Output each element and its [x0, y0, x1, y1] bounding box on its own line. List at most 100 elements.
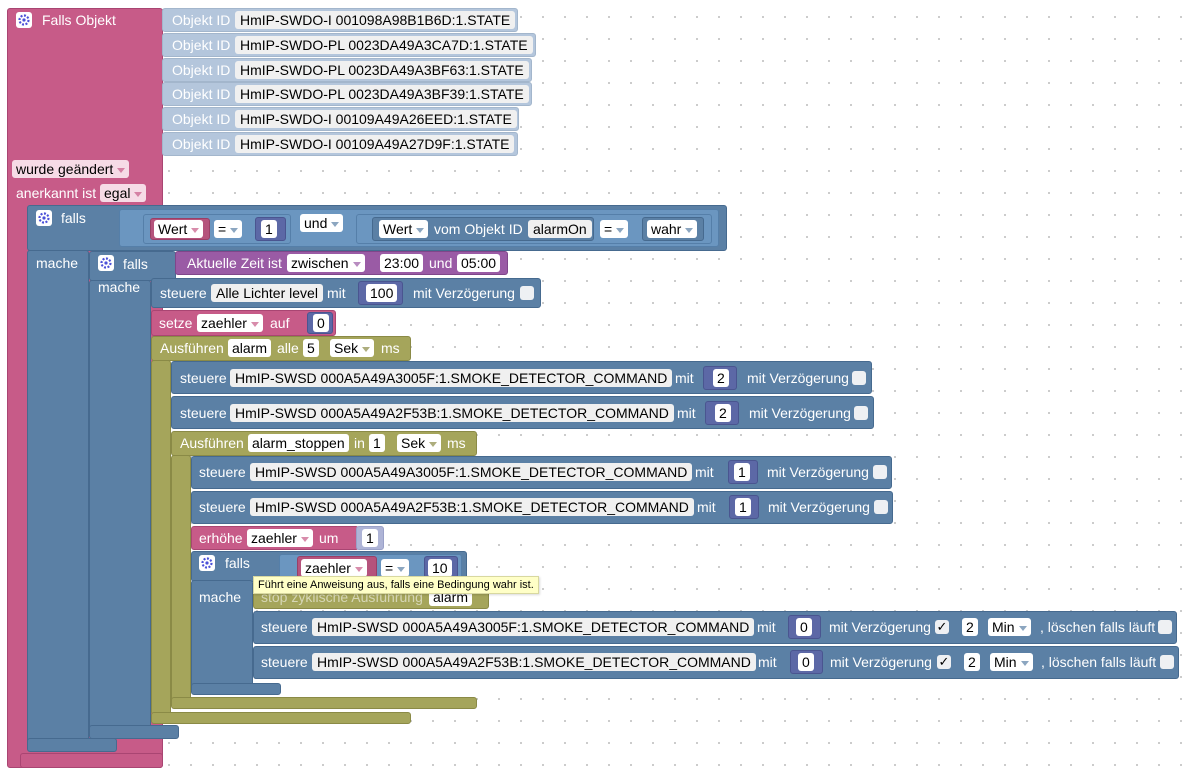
interval-name-field[interactable]: alarm	[228, 339, 272, 357]
unit-dropdown[interactable]: Sek	[397, 434, 442, 452]
boolean-dropdown[interactable]: wahr	[647, 220, 698, 238]
delay-checkbox[interactable]: ✓	[937, 654, 951, 669]
in-label: in	[354, 435, 365, 451]
object-id-field[interactable]: HmIP-SWDO-PL 0023DA49A3BF63:1.STATE	[235, 61, 529, 79]
unit-dropdown[interactable]: Min	[988, 618, 1031, 636]
trigger-title: Falls Objekt	[42, 12, 116, 28]
if-block-counter-footer	[191, 683, 281, 695]
interval-block-footer	[151, 712, 411, 724]
unit-dropdown[interactable]: Min	[990, 653, 1033, 671]
increment-value-field[interactable]: 1	[362, 529, 378, 547]
delay-checkbox[interactable]	[854, 406, 868, 420]
smoke-value-field[interactable]: 2	[713, 369, 729, 387]
increment-label: erhöhe	[199, 530, 243, 546]
clear-checkbox[interactable]	[1160, 655, 1174, 669]
object-id-field[interactable]: HmIP-SWDO-PL 0023DA49A3BF39:1.STATE	[235, 85, 529, 103]
object-id-field[interactable]: HmIP-SWDO-I 00109A49A27D9F:1.STATE	[235, 135, 515, 153]
steuere-label: steuere	[261, 619, 308, 635]
object-id-label: Objekt ID	[172, 86, 231, 102]
smoke-value-field[interactable]: 1	[735, 498, 751, 516]
delay-label: mit Verzögerung	[767, 464, 869, 480]
if-block-time-footer	[89, 725, 179, 739]
device-field[interactable]: HmIP-SWSD 000A5A49A3005F:1.SMOKE_DETECTO…	[312, 618, 755, 636]
object-id-label: Objekt ID	[172, 37, 231, 53]
timeout-block-body	[171, 455, 191, 705]
object-id-label: Objekt ID	[172, 136, 231, 152]
variable-dropdown[interactable]: zaehler	[301, 559, 367, 577]
change-mode-dropdown[interactable]: wurde geändert	[12, 160, 130, 178]
device-field[interactable]: HmIP-SWSD 000A5A49A2F53B:1.SMOKE_DETECTO…	[230, 404, 674, 422]
mit-label: mit	[758, 654, 777, 670]
delay-checkbox[interactable]	[520, 286, 534, 300]
delay-value-field[interactable]: 2	[962, 618, 978, 636]
if-label: falls	[123, 256, 148, 272]
operator-dropdown[interactable]: =	[214, 220, 243, 238]
object-id-field[interactable]: alarmOn	[528, 220, 592, 238]
steuere-label: steuere	[199, 464, 246, 480]
object-id-field[interactable]: HmIP-SWDO-I 001098A98B1B6D:1.STATE	[235, 11, 516, 29]
value-attr-dropdown[interactable]: Wert	[379, 220, 429, 238]
if-block-time-body	[89, 280, 151, 730]
do-label: mache	[199, 589, 242, 605]
delay-label: mit Verzögerung	[830, 654, 932, 670]
device-field[interactable]: HmIP-SWSD 000A5A49A3005F:1.SMOKE_DETECTO…	[230, 369, 673, 387]
ms-label: ms	[381, 340, 400, 356]
operator-dropdown[interactable]: =	[600, 220, 629, 238]
if-block-outer-body	[27, 250, 89, 745]
gear-icon[interactable]	[98, 255, 114, 271]
time-from-field[interactable]: 23:00	[380, 254, 424, 272]
variable-dropdown[interactable]: zaehler	[247, 529, 313, 547]
light-value-field[interactable]: 100	[366, 284, 398, 302]
number-field[interactable]: 1	[261, 220, 277, 238]
operator-dropdown[interactable]: =	[381, 559, 410, 577]
set-value-field[interactable]: 0	[313, 314, 329, 332]
smoke-value-field[interactable]: 1	[734, 463, 750, 481]
gear-icon[interactable]	[199, 555, 215, 571]
delay-label: mit Verzögerung	[768, 499, 870, 515]
device-field[interactable]: HmIP-SWSD 000A5A49A2F53B:1.SMOKE_DETECTO…	[250, 498, 694, 516]
variable-dropdown[interactable]: zaehler	[197, 314, 263, 332]
set-label: setze	[159, 315, 193, 331]
delay-checkbox[interactable]	[852, 371, 866, 385]
um-label: um	[319, 530, 339, 546]
execute-label: Ausführen	[180, 435, 244, 451]
delay-value-field[interactable]: 2	[964, 653, 980, 671]
mit-label: mit	[697, 499, 716, 515]
gear-icon[interactable]	[16, 12, 32, 28]
timeout-name-field[interactable]: alarm_stoppen	[248, 434, 349, 452]
object-id-field[interactable]: HmIP-SWDO-I 00109A49A26EED:1.STATE	[235, 110, 517, 128]
smoke-value-field[interactable]: 2	[715, 404, 731, 422]
variable-dropdown[interactable]: Wert	[154, 220, 204, 238]
delay-checkbox[interactable]	[873, 465, 887, 479]
light-target-field[interactable]: Alle Lichter level	[211, 284, 323, 302]
time-label: Aktuelle Zeit ist	[187, 255, 282, 271]
ack-dropdown[interactable]: egal	[100, 184, 147, 202]
timeout-value-field[interactable]: 1	[369, 434, 385, 452]
delay-label: mit Verzögerung	[413, 285, 515, 301]
delay-checkbox[interactable]: ✓	[935, 619, 949, 634]
delay-checkbox[interactable]	[874, 500, 888, 514]
mit-label: mit	[327, 285, 346, 301]
unit-dropdown[interactable]: Sek	[330, 339, 375, 357]
delay-label: mit Verzögerung	[829, 619, 931, 635]
tooltip: Führt eine Anweisung aus, falls eine Bed…	[253, 576, 539, 594]
if-label: falls	[225, 555, 250, 571]
compare-value-field[interactable]: 10	[428, 559, 452, 577]
interval-block-body	[151, 360, 171, 715]
object-id-label: Objekt ID	[172, 62, 231, 78]
interval-value-field[interactable]: 5	[303, 339, 319, 357]
time-to-field[interactable]: 05:00	[457, 254, 501, 272]
clear-checkbox[interactable]	[1158, 620, 1172, 634]
steuere-label: steuere	[180, 405, 227, 421]
delay-label: mit Verzögerung	[749, 405, 851, 421]
time-mode-dropdown[interactable]: zwischen	[287, 254, 365, 272]
clear-label: , löschen falls läuft	[1040, 619, 1156, 635]
device-field[interactable]: HmIP-SWSD 000A5A49A3005F:1.SMOKE_DETECTO…	[250, 463, 693, 481]
and-dropdown[interactable]: und	[300, 214, 344, 232]
gear-icon[interactable]	[36, 210, 52, 226]
object-id-field[interactable]: HmIP-SWDO-PL 0023DA49A3CA7D:1.STATE	[235, 36, 533, 54]
auf-label: auf	[270, 315, 290, 331]
device-field[interactable]: HmIP-SWSD 000A5A49A2F53B:1.SMOKE_DETECTO…	[312, 653, 756, 671]
smoke-value-field[interactable]: 0	[798, 653, 814, 671]
smoke-value-field[interactable]: 0	[796, 618, 812, 636]
